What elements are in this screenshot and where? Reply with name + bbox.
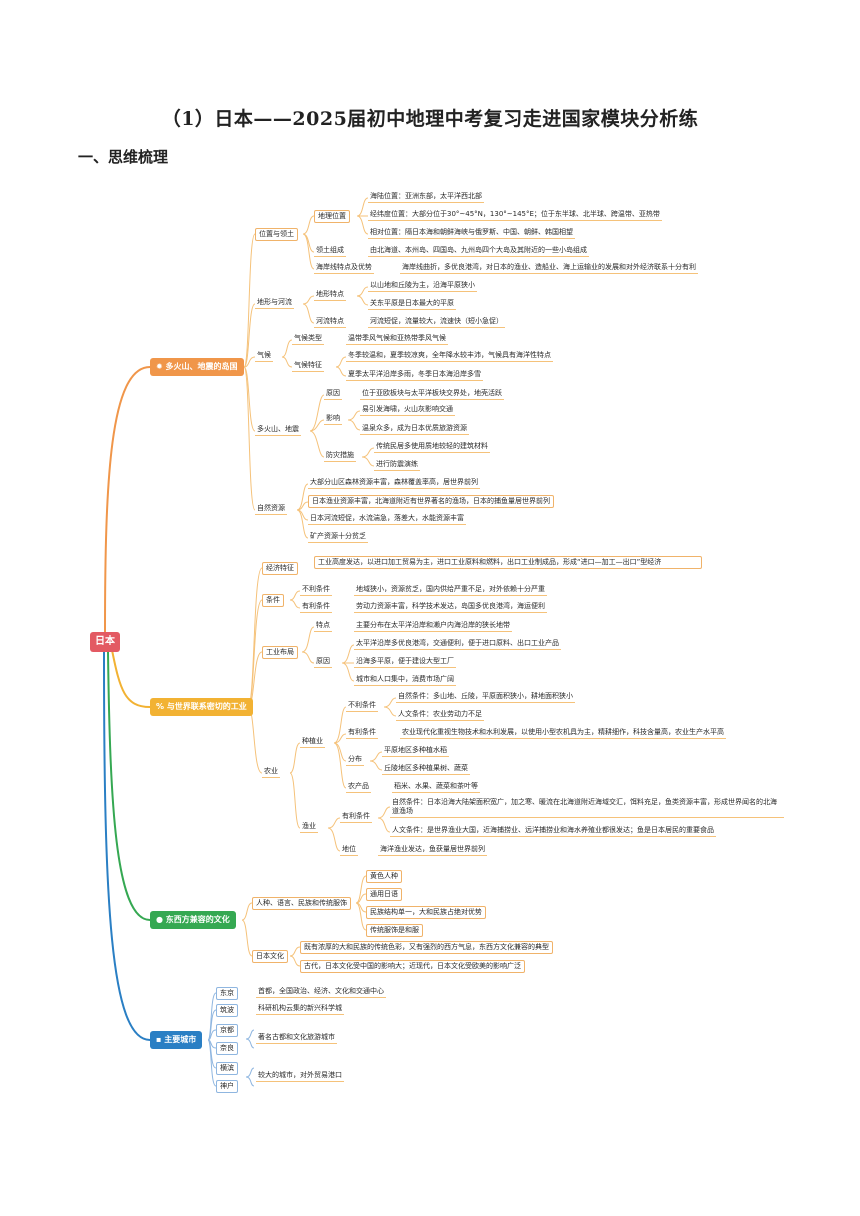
section-heading: 一、思维梳理 bbox=[78, 148, 169, 166]
leaf-distribution-2: 丘陵地区多种植果树、蔬菜 bbox=[382, 764, 470, 775]
leaf-climate-2: 夏季太平洋沿岸多雨，冬季日本海沿岸多雪 bbox=[346, 370, 483, 381]
node-geo-location: 地理位置 bbox=[314, 210, 350, 223]
leaf-fish-natural: 自然条件：日本沿海大陆架面积宽广，加之寒、暖流在北海道附近海域交汇，饵料充足，鱼… bbox=[390, 798, 784, 818]
leaf-race: 黄色人种 bbox=[366, 870, 402, 883]
leaf-unfavorable: 地域狭小，资源贫乏，国内供给严重不足，对外依赖十分严重 bbox=[354, 585, 547, 596]
leaf-lat-lon: 经纬度位置：大部分位于30°~45°N，130°~145°E；位于东半球、北半球… bbox=[368, 210, 662, 221]
node-favorable: 有利条件 bbox=[300, 602, 332, 613]
city-nara: 奈良 bbox=[216, 1042, 238, 1055]
leaf-tsukuba: 科研机构云集的新兴科学城 bbox=[256, 1004, 344, 1015]
page-title: （1）日本——2025届初中地理中考复习走进国家模块分析练 bbox=[161, 108, 699, 130]
leaf-coastline: 海岸线曲折，多优良港湾，对日本的渔业、造船业、海上运输业的发展和对外经济联系十分… bbox=[400, 263, 698, 274]
leaf-terrain-2: 关东平原是日本最大的平原 bbox=[368, 299, 456, 310]
node-cause: 原因 bbox=[324, 389, 342, 400]
leaf-yokohama-kobe: 较大的城市，对外贸易港口 bbox=[256, 1071, 344, 1082]
leaf-climate-type: 温带季风气候和亚热带季风气候 bbox=[346, 334, 448, 345]
node-unfavorable: 不利条件 bbox=[300, 585, 332, 596]
leaf-plant-human: 人文条件：农业劳动力不足 bbox=[396, 710, 484, 721]
branch-culture: ● 东西方兼容的文化 bbox=[150, 911, 236, 929]
node-japan-culture: 日本文化 bbox=[252, 950, 288, 963]
leaf-relative: 相对位置：隔日本海和朝鲜海峡与俄罗斯、中国、朝鲜、韩国相望 bbox=[368, 228, 575, 239]
node-distribution: 分布 bbox=[346, 755, 364, 766]
node-fish-favorable: 有利条件 bbox=[340, 812, 372, 823]
percent-icon: % bbox=[156, 702, 167, 711]
branch-cities: ▪ 主要城市 bbox=[150, 1031, 203, 1049]
leaf-tokyo: 首都，全国政治、经济、文化和交通中心 bbox=[256, 987, 386, 998]
leaf-feature: 主要分布在太平洋沿岸和濑户内海沿岸的狭长地带 bbox=[354, 621, 512, 632]
leaf-culture-1: 既有浓厚的大和民族的传统色彩，又有强烈的西方气息，东西方文化兼容的典型 bbox=[300, 941, 553, 954]
leaf-language: 通用日语 bbox=[366, 888, 402, 901]
leaf-products: 稻米、水果、蔬菜和茶叶等 bbox=[392, 782, 480, 793]
node-fishery: 渔业 bbox=[300, 822, 318, 833]
node-plant-favorable: 有利条件 bbox=[346, 728, 378, 739]
leaf-fish-human: 人文条件：是世界渔业大国，近海捕捞业、远洋捕捞业和海水养殖业都很发达；鱼是日本居… bbox=[390, 826, 716, 837]
node-volcano-quake: 多火山、地震 bbox=[255, 425, 301, 436]
leaf-prevention-1: 传统民居多使用质地较轻的建筑材料 bbox=[374, 442, 490, 453]
node-layout-reason: 原因 bbox=[314, 657, 332, 668]
node-terrain-rivers: 地形与河流 bbox=[255, 298, 294, 309]
node-climate-features: 气候特征 bbox=[292, 361, 324, 372]
node-prevention: 防灾措施 bbox=[324, 451, 356, 462]
leaf-resources-3: 日本河流短促，水流湍急，落差大，水能资源丰富 bbox=[308, 514, 466, 525]
city-tsukuba: 筑波 bbox=[216, 1004, 238, 1017]
node-economy: 经济特征 bbox=[262, 562, 298, 575]
node-resources: 自然资源 bbox=[255, 504, 287, 515]
city-tokyo: 东京 bbox=[216, 987, 238, 1000]
leaf-cause: 位于亚欧板块与太平洋板块交界处，地壳活跃 bbox=[360, 389, 504, 400]
leaf-impact-1: 易引发海啸，火山灰影响交通 bbox=[360, 405, 455, 416]
root-node: 日本 bbox=[90, 632, 120, 652]
node-impact: 影响 bbox=[324, 414, 342, 425]
node-status: 地位 bbox=[340, 845, 358, 856]
leaf-ethnic: 民族结构单一，大和民族占绝对优势 bbox=[366, 906, 486, 919]
leaf-favorable: 劳动力资源丰富，科学技术发达，岛国多优良港湾，海运便利 bbox=[354, 602, 547, 613]
branch-volcano-island: ✹ 多火山、地震的岛国 bbox=[150, 358, 244, 376]
leaf-distribution-1: 平原地区多种植水稻 bbox=[382, 746, 449, 757]
node-race-language: 人种、语言、民族和传统服饰 bbox=[252, 897, 351, 910]
node-rivers: 河流特点 bbox=[314, 317, 346, 328]
node-location-territory: 位置与领土 bbox=[255, 228, 298, 241]
leaf-resources-1: 大部分山区森林资源丰富，森林覆盖率高，居世界前列 bbox=[308, 478, 480, 489]
leaf-kyoto-nara: 著名古都和文化旅游城市 bbox=[256, 1033, 337, 1044]
node-layout: 工业布局 bbox=[262, 646, 298, 659]
node-terrain: 地形特点 bbox=[314, 290, 346, 301]
leaf-sea-land: 海陆位置：亚洲东部，太平洋西北部 bbox=[368, 192, 484, 203]
leaf-rivers: 河流短促，流量较大，流速快（短小急促） bbox=[368, 317, 505, 328]
bulb-icon: ● bbox=[156, 915, 166, 924]
city-kobe: 神户 bbox=[216, 1080, 238, 1093]
leaf-plant-favorable: 农业现代化重视生物技术和水利发展，以使用小型农机具为主，精耕细作，科技含量高，农… bbox=[400, 728, 726, 739]
leaf-resources-4: 矿产资源十分贫乏 bbox=[308, 532, 368, 543]
city-kyoto: 京都 bbox=[216, 1024, 238, 1037]
node-climate: 气候 bbox=[255, 351, 273, 362]
node-coastline: 海岸线特点及优势 bbox=[314, 263, 374, 274]
leaf-climate-1: 冬季较温和，夏季较凉爽，全年降水较丰沛，气候具有海洋性特点 bbox=[346, 351, 553, 362]
leaf-clothing: 传统服饰是和服 bbox=[366, 924, 423, 937]
leaf-reason-1: 太平洋沿岸多优良港湾，交通便利，便于进口原料、出口工业产品 bbox=[354, 639, 561, 650]
node-plant-unfavorable: 不利条件 bbox=[346, 701, 378, 712]
leaf-resources-2: 日本渔业资源丰富，北海道附近有世界著名的渔场，日本的捕鱼量居世界前列 bbox=[308, 495, 554, 508]
city-icon: ▪ bbox=[156, 1035, 165, 1044]
node-feature: 特点 bbox=[314, 621, 332, 632]
leaf-status: 海洋渔业发达，鱼获量居世界前列 bbox=[378, 845, 487, 856]
leaf-economy: 工业高度发达，以进口加工贸易为主，进口工业原料和燃料，出口工业制成品，形成“进口… bbox=[314, 556, 702, 569]
node-conditions: 条件 bbox=[262, 594, 284, 607]
leaf-culture-2: 古代，日本文化受中国的影响大；近现代，日本文化受欧美的影响广泛 bbox=[300, 960, 525, 973]
node-planting: 种植业 bbox=[300, 737, 325, 748]
leaf-plant-natural: 自然条件：多山地、丘陵，平原面积狭小，耕地面积狭小 bbox=[396, 692, 575, 703]
leaf-reason-2: 沿海多平原，便于建设大型工厂 bbox=[354, 657, 456, 668]
leaf-reason-3: 城市和人口集中，消费市场广阔 bbox=[354, 675, 456, 686]
node-territory: 领土组成 bbox=[314, 246, 346, 257]
star-icon: ✹ bbox=[156, 362, 166, 371]
branch-industry: % 与世界联系密切的工业 bbox=[150, 698, 253, 716]
leaf-terrain-1: 以山地和丘陵为主，沿海平原狭小 bbox=[368, 281, 477, 292]
node-agriculture: 农业 bbox=[262, 767, 280, 778]
leaf-impact-2: 温泉众多，成为日本优质旅游资源 bbox=[360, 424, 469, 435]
leaf-territory: 由北海道、本州岛、四国岛、九州岛四个大岛及其附近的一些小岛组成 bbox=[368, 246, 589, 257]
leaf-prevention-2: 进行防震演练 bbox=[374, 460, 420, 471]
city-yokohama: 横滨 bbox=[216, 1062, 238, 1075]
node-products: 农产品 bbox=[346, 782, 371, 793]
node-climate-type: 气候类型 bbox=[292, 334, 324, 345]
